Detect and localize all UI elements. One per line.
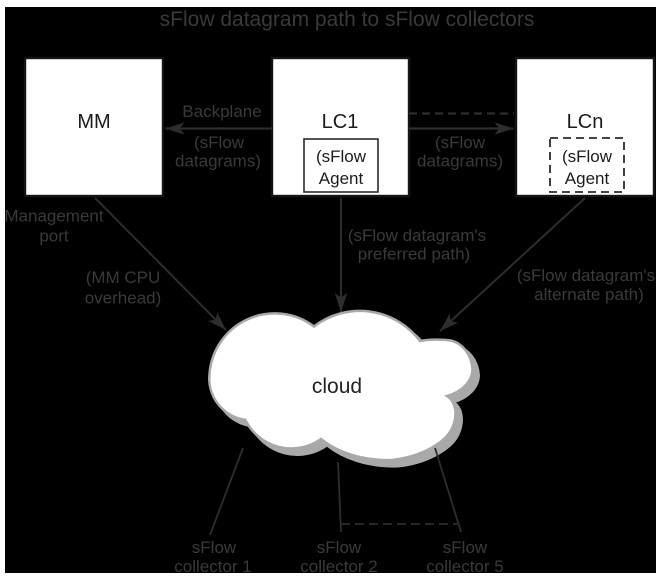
svg-text:Agent: Agent [319, 169, 364, 188]
svg-text:collector 2: collector 2 [300, 557, 377, 576]
svg-text:Backplane: Backplane [182, 102, 261, 121]
svg-text:port: port [39, 227, 69, 246]
svg-text:datagrams): datagrams) [417, 152, 503, 171]
svg-text:LCn: LCn [567, 111, 604, 133]
svg-text:sFlow: sFlow [192, 538, 237, 557]
svg-text:cloud: cloud [312, 375, 362, 398]
svg-text:LC1: LC1 [322, 111, 359, 133]
svg-text:(sFlow datagram's: (sFlow datagram's [517, 266, 655, 285]
svg-text:sFlow: sFlow [443, 538, 488, 557]
svg-text:Management: Management [4, 207, 104, 226]
svg-text:sFlow datagram path to sFlow c: sFlow datagram path to sFlow collectors [160, 8, 535, 31]
svg-text:collector 1: collector 1 [174, 557, 251, 576]
svg-text:(sFlow: (sFlow [316, 147, 367, 166]
svg-text:preferred path): preferred path) [358, 245, 470, 264]
svg-text:(sFlow: (sFlow [562, 147, 613, 166]
svg-text:(MM CPU: (MM CPU [86, 268, 161, 287]
svg-text:datagrams): datagrams) [175, 152, 261, 171]
svg-text:(sFlow: (sFlow [435, 133, 486, 152]
svg-text:Agent: Agent [565, 169, 610, 188]
svg-text:(sFlow: (sFlow [194, 133, 245, 152]
svg-text:overhead): overhead) [85, 289, 162, 308]
svg-text:(sFlow datagram's: (sFlow datagram's [348, 226, 486, 245]
svg-text:collector 5: collector 5 [426, 557, 503, 576]
svg-text:alternate path): alternate path) [534, 285, 644, 304]
svg-text:sFlow: sFlow [317, 538, 362, 557]
svg-text:MM: MM [77, 111, 110, 133]
